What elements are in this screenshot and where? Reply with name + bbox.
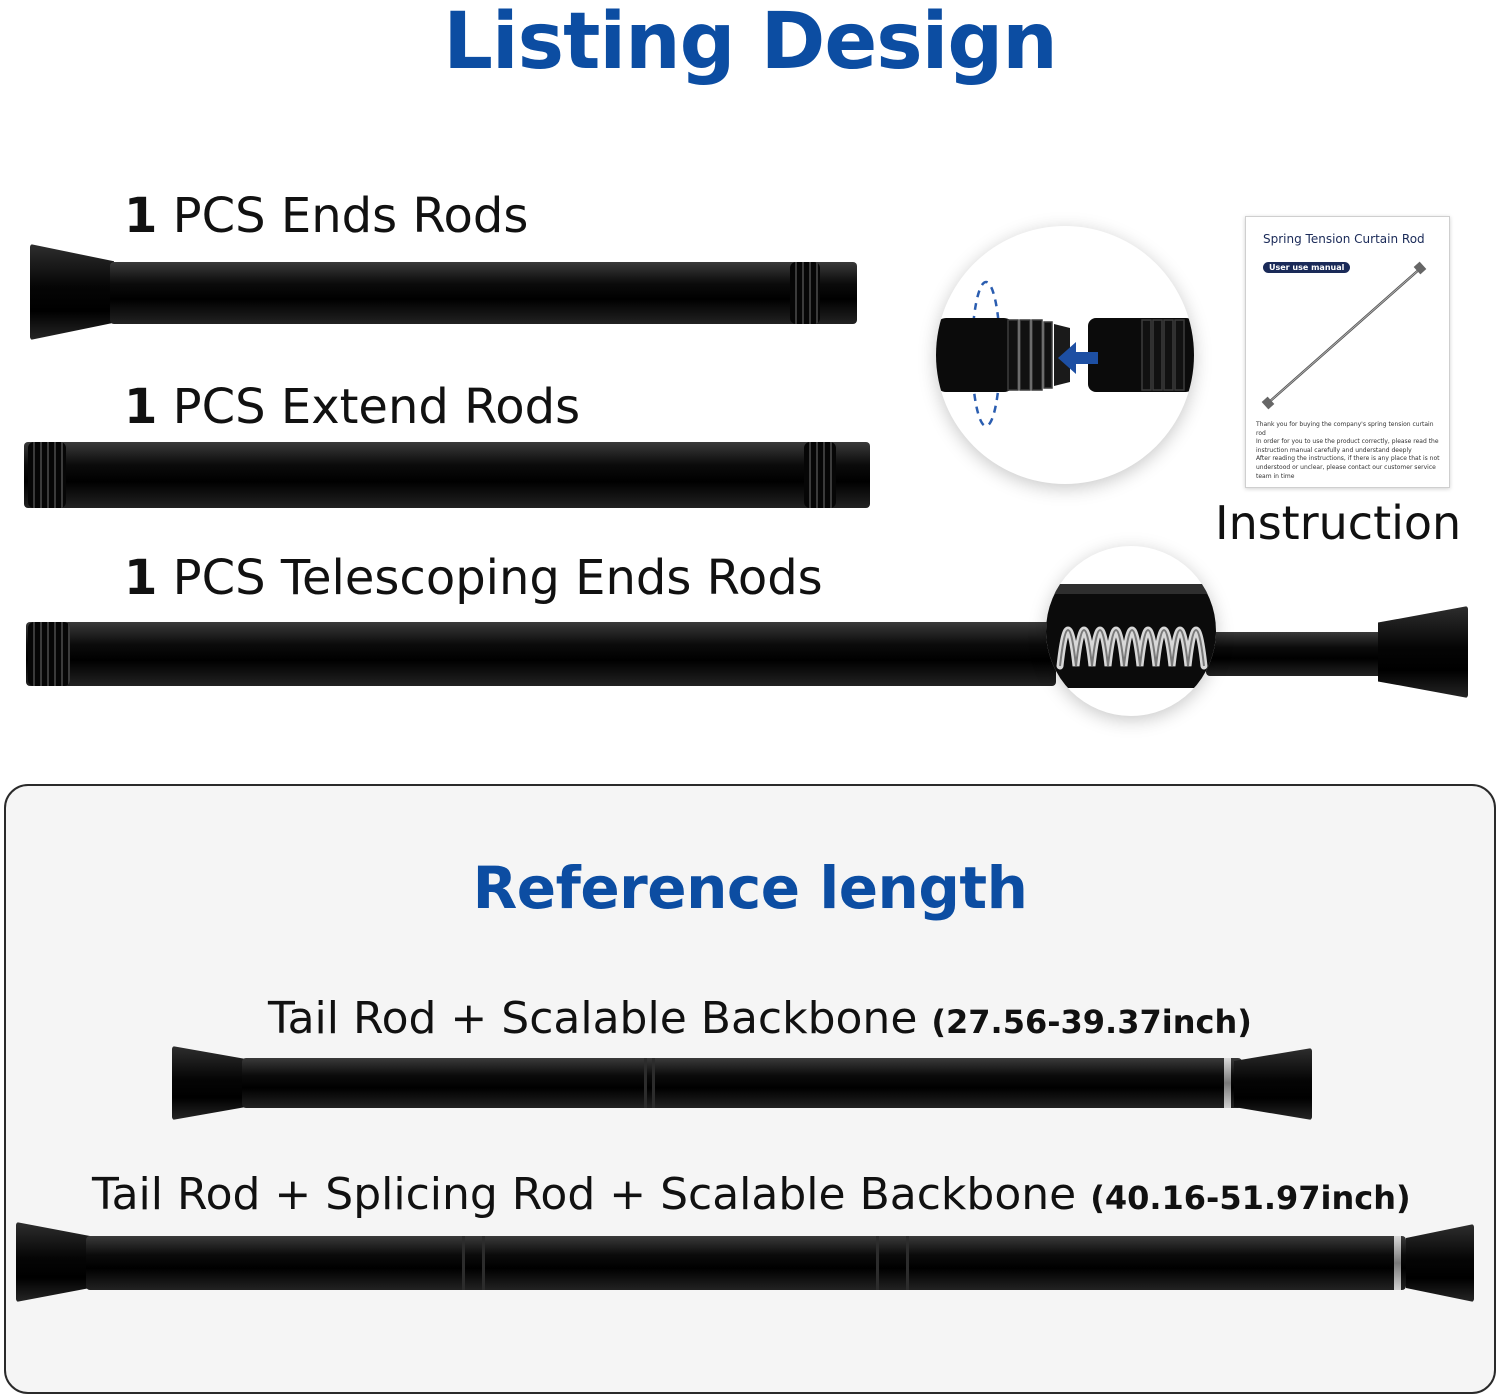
length-value: (27.56-39.37inch) — [931, 1003, 1252, 1041]
rod-body — [242, 1058, 1242, 1108]
rod-inner-body — [1206, 632, 1386, 676]
ends-rod-image — [30, 244, 860, 344]
rod-end-cap — [30, 244, 114, 340]
component-name: PCS Extend Rods — [172, 379, 581, 435]
rod-thread — [28, 622, 70, 686]
rod-ring — [1394, 1236, 1401, 1290]
length-label-short: Tail Rod + Scalable Backbone (27.56-39.3… — [268, 994, 1252, 1047]
extend-rod-image — [24, 442, 872, 510]
manual-notes: Thank you for buying the company's sprin… — [1256, 421, 1442, 481]
component-qty: 1 — [124, 188, 158, 244]
rod-joint — [906, 1236, 909, 1290]
manual-note: After reading the instructions, if there… — [1256, 455, 1440, 480]
rod-body — [110, 262, 857, 324]
manual-note: In order for you to use the product corr… — [1256, 438, 1439, 454]
rod-joint — [462, 1236, 465, 1290]
rod-ring — [1224, 1058, 1231, 1108]
rod-thread — [790, 262, 820, 324]
connection-detail-circle — [936, 226, 1194, 484]
rod-end-cap — [1234, 1048, 1312, 1120]
rod-joint — [482, 1236, 485, 1290]
rod-end-cap — [16, 1222, 92, 1302]
instruction-caption: Instruction — [1215, 496, 1462, 550]
rod-joint — [876, 1236, 879, 1290]
telescoping-rod-image — [26, 604, 1470, 704]
thread-connection-icon — [936, 280, 1194, 428]
rod-thread — [28, 442, 66, 508]
instruction-manual: Spring Tension Curtain Rod User use manu… — [1245, 216, 1450, 488]
rod-body — [24, 442, 870, 508]
rod-body — [26, 622, 1056, 686]
short-assembly-rod — [172, 1046, 1314, 1122]
rod-thread — [804, 442, 836, 508]
rod-end-cap — [1406, 1224, 1474, 1302]
manual-badge: User use manual — [1263, 262, 1351, 273]
page-title: Listing Design — [443, 0, 1058, 87]
component-label-ends-rods: 1 PCS Ends Rods — [124, 188, 528, 244]
component-qty: 1 — [124, 379, 158, 435]
length-value: (40.16-51.97inch) — [1090, 1179, 1411, 1217]
rod-end-cap — [172, 1046, 248, 1120]
component-name: PCS Ends Rods — [172, 188, 529, 244]
length-label-long: Tail Rod + Splicing Rod + Scalable Backb… — [92, 1170, 1411, 1223]
rod-body — [86, 1236, 1406, 1290]
spring-icon — [1046, 584, 1216, 688]
rod-joint — [652, 1058, 655, 1108]
component-label-extend-rods: 1 PCS Extend Rods — [124, 379, 580, 435]
length-label-text: Tail Rod + Splicing Rod + Scalable Backb… — [92, 1169, 1077, 1220]
component-label-telescoping-rods: 1 PCS Telescoping Ends Rods — [124, 550, 823, 606]
manual-rod-illustration — [1261, 261, 1427, 410]
length-label-text: Tail Rod + Scalable Backbone — [268, 993, 918, 1044]
long-assembly-rod — [16, 1222, 1476, 1304]
manual-note: Thank you for buying the company's sprin… — [1256, 421, 1434, 437]
component-name: PCS Telescoping Ends Rods — [172, 550, 823, 606]
spring-detail-circle — [1046, 546, 1216, 716]
rod-joint — [644, 1058, 647, 1108]
rod-end-cap — [1378, 606, 1468, 698]
manual-title: Spring Tension Curtain Rod — [1263, 232, 1425, 246]
component-qty: 1 — [124, 550, 158, 606]
reference-title: Reference length — [472, 854, 1028, 922]
